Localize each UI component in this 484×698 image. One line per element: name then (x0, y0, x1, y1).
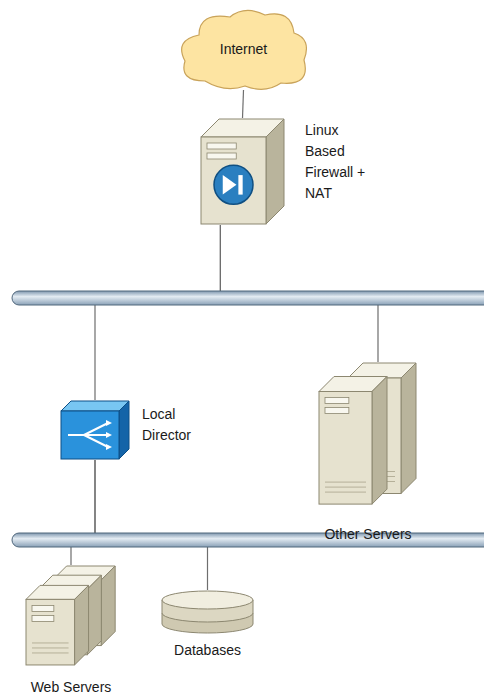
firewall-server-icon (200, 118, 285, 225)
split-arrow (68, 434, 84, 436)
drive-bay (32, 615, 54, 621)
server-side (101, 566, 115, 646)
split-arrow (84, 435, 108, 447)
load-balancer-icon (60, 400, 130, 460)
vent-line (32, 652, 69, 653)
cloud-shape: Internet (175, 5, 312, 90)
server-side (372, 377, 387, 505)
split-arrowhead (106, 420, 112, 426)
node-label: Databases (174, 641, 241, 660)
network-link (71, 460, 95, 565)
drive-bay (207, 153, 236, 159)
vent-line (325, 487, 366, 488)
drive-bay (325, 408, 349, 414)
node-label: Local Director (142, 404, 222, 446)
node-label: Internet (220, 40, 267, 59)
firewall-badge (214, 165, 253, 204)
drive-bay (325, 398, 349, 404)
cube-side (119, 401, 129, 459)
cube-front (61, 411, 119, 459)
network-bus (12, 533, 484, 547)
vent-line (32, 647, 69, 648)
database-stack-icon (160, 590, 255, 634)
server-front (201, 137, 266, 224)
network-link (243, 90, 244, 118)
network-link (95, 225, 220, 400)
server-side (75, 585, 89, 665)
load-balancer: Local Director (60, 400, 130, 460)
vent-line (325, 482, 366, 483)
split-arrow (84, 423, 108, 435)
split-arrowhead (106, 444, 112, 450)
split-arrowhead (106, 432, 112, 438)
firewall-server: Linux Based Firewall + NAT (200, 118, 285, 225)
vent-line (325, 492, 366, 493)
server-side (401, 363, 416, 494)
firewall-arrow (223, 175, 237, 195)
vent-line (32, 642, 69, 643)
drive-bay (32, 605, 54, 611)
server-side (87, 575, 101, 655)
cube-top (61, 401, 129, 411)
cloud-outline (182, 10, 307, 89)
drive-bay (207, 143, 236, 149)
database-stack: Databases (160, 590, 255, 634)
server-group: Other Servers (318, 362, 418, 507)
cylinder-top (162, 591, 253, 609)
firewall-bar (238, 175, 242, 195)
node-label: Linux Based Firewall + NAT (305, 120, 369, 204)
server-group-icon (318, 362, 418, 507)
node-label: Other Servers (324, 525, 411, 544)
server-front (319, 392, 372, 505)
network-bus (12, 291, 484, 305)
node-label: Web Servers (31, 678, 112, 697)
server-group-icon (25, 565, 117, 667)
server-group: Web Servers (25, 565, 117, 667)
server-side (266, 119, 284, 224)
server-front (26, 599, 75, 665)
